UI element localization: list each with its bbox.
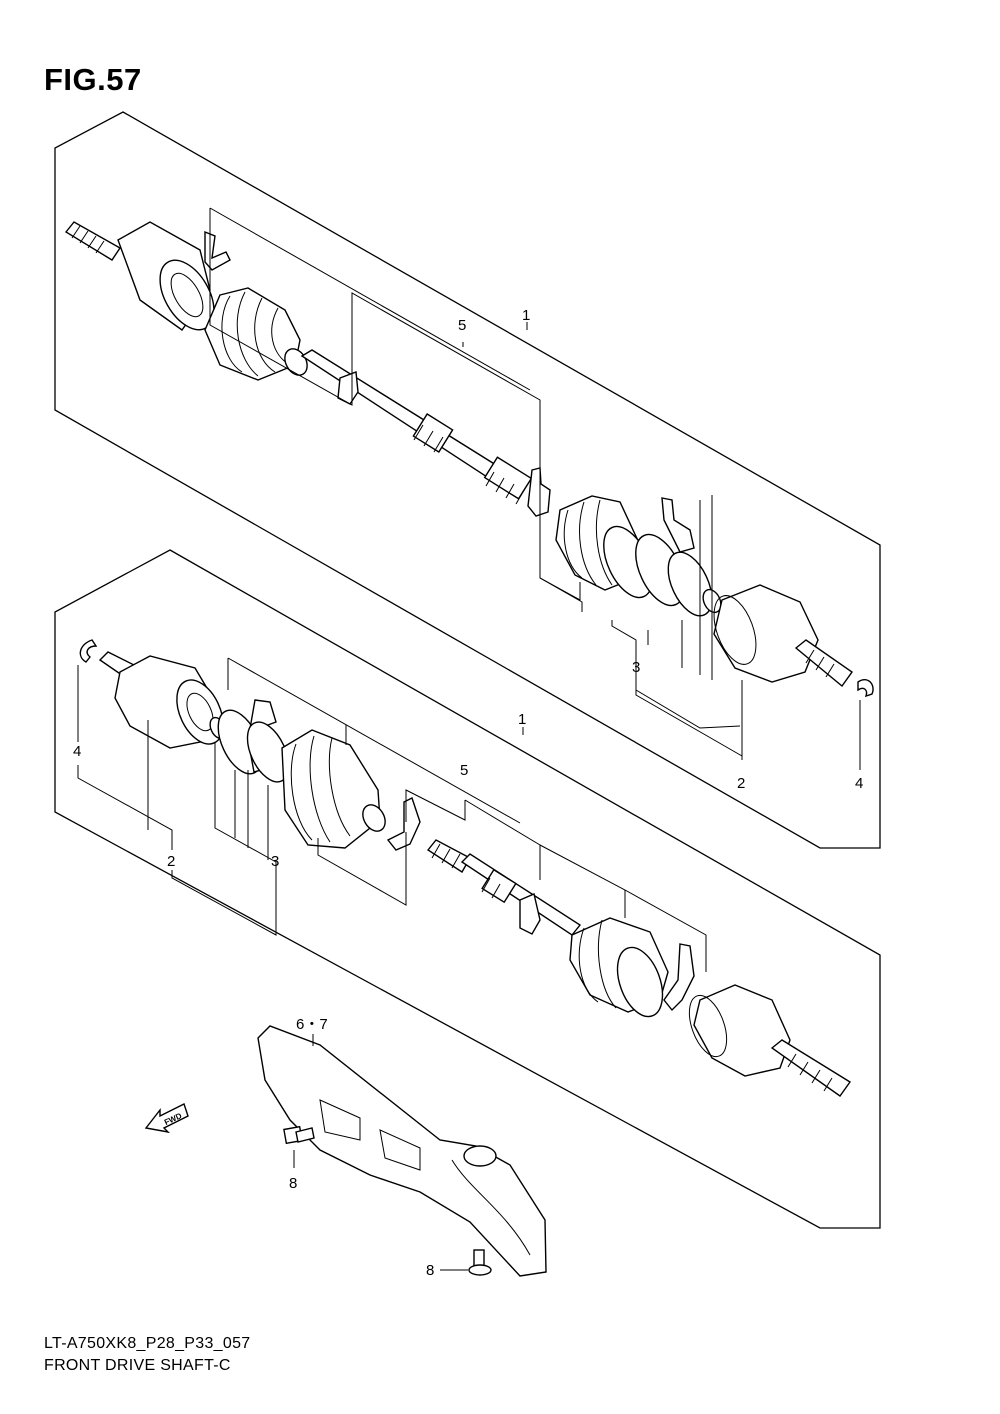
figure-footer: LT-A750XK8_P28_P33_057 FRONT DRIVE SHAFT… <box>44 1333 250 1377</box>
upper-callout-lines <box>209 207 861 770</box>
figure-name: FRONT DRIVE SHAFT-C <box>44 1357 231 1374</box>
lower-drive-shaft <box>79 639 852 1097</box>
lower-shaft-clip-icon <box>386 797 421 851</box>
upper-damper-icon <box>412 413 454 453</box>
lower-callout-lines <box>77 657 707 972</box>
upper-boot-left-icon <box>204 287 308 381</box>
guard-callout-67: 6・7 <box>296 1016 328 1033</box>
upper-clamp-band-icon <box>204 230 231 271</box>
upper-shaft-clamp-icon <box>337 371 359 405</box>
upper-shaft-bar-icon <box>300 349 522 493</box>
lower-inner-spline-icon <box>426 839 471 873</box>
upper-callout-3: 3 <box>632 659 640 676</box>
figure-code: LT-A750XK8_P28_P33_057 <box>44 1335 251 1352</box>
upper-callout-2: 2 <box>737 775 745 792</box>
upper-callout-1: 1 <box>522 307 530 324</box>
upper-outer-spline-icon <box>64 221 122 261</box>
upper-drive-shaft <box>64 221 874 698</box>
upper-callout-5: 5 <box>458 317 466 334</box>
guard-callout-8-upper: 8 <box>289 1175 297 1192</box>
lower-callout-1: 1 <box>518 711 526 728</box>
lower-callout-3: 3 <box>271 853 279 870</box>
guard-plate-icon <box>257 1025 547 1277</box>
upper-end-circlip-icon <box>857 678 874 698</box>
upper-callout-4: 4 <box>855 775 863 792</box>
lower-end-circlip-icon <box>79 639 98 663</box>
guard-bolt-lower-icon <box>440 1249 492 1276</box>
lower-boot-left-icon <box>281 729 386 849</box>
upper-inner-spline-icon <box>483 456 533 505</box>
upper-band-c-icon <box>667 551 713 617</box>
lower-band-clip-right-icon <box>663 943 695 1012</box>
guard-callout-8-lower: 8 <box>426 1262 434 1279</box>
upper-assembly-panel <box>54 111 881 849</box>
lower-assembly-panel <box>54 549 881 1229</box>
lower-callout-2: 2 <box>167 853 175 870</box>
upper-outer-joint-icon <box>117 221 215 331</box>
lower-damper-icon <box>481 868 517 904</box>
upper-inner-clip-icon <box>527 467 551 517</box>
lower-callout-5: 5 <box>460 762 468 779</box>
lower-boot-right-icon <box>569 917 669 1018</box>
lower-callout-4: 4 <box>73 743 81 760</box>
lower-outer-joint-icon <box>688 984 852 1097</box>
lower-band-b-icon <box>246 721 290 783</box>
lower-inner-joint-housing-icon <box>98 651 224 749</box>
guard-bolt-upper-icon <box>283 1125 315 1168</box>
upper-band-clip-icon <box>661 497 695 553</box>
upper-inner-joint-housing-icon <box>713 584 853 688</box>
figure-title: FIG.57 <box>44 62 142 97</box>
lower-shaft-clamp-icon <box>519 893 541 935</box>
fwd-arrow-icon: FWD <box>144 1103 189 1134</box>
